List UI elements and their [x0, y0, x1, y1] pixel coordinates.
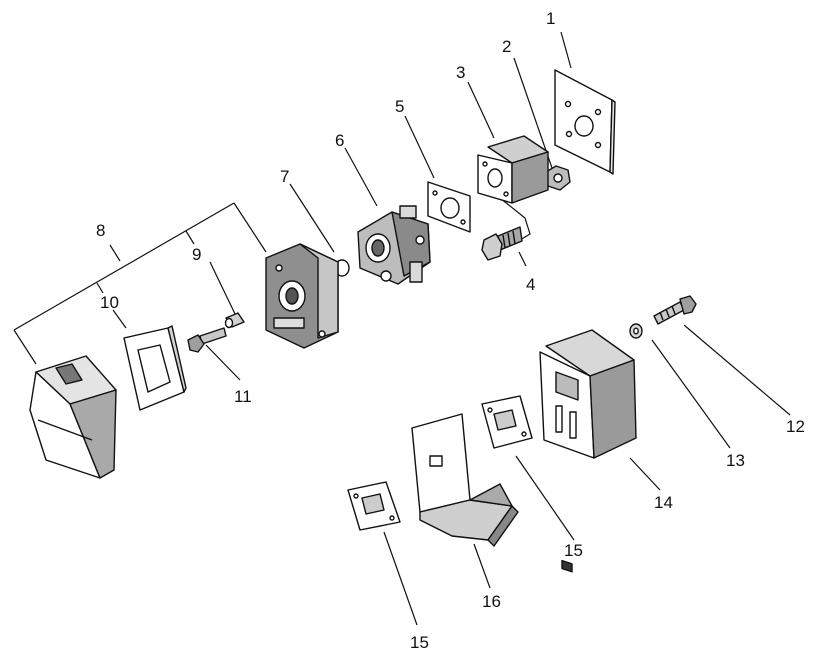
air-cleaner-cover-part [29, 355, 117, 479]
insulator-gasket-part [554, 69, 616, 175]
callout-9: 9 [192, 245, 201, 264]
callout-6: 6 [335, 131, 344, 150]
callout-16: 16 [482, 592, 501, 611]
muffler-gasket-lower-part [347, 481, 401, 531]
heat-shield-part [411, 413, 519, 547]
carburetor-gasket-part [427, 181, 471, 233]
callout-11: 11 [234, 387, 252, 406]
collar-part [224, 312, 245, 329]
callout-15-lower: 15 [410, 633, 429, 652]
nut-part [545, 165, 571, 191]
callout-3: 3 [456, 63, 465, 82]
muffler-part [539, 329, 637, 573]
callout-8: 8 [96, 221, 105, 240]
callout-7: 7 [280, 167, 289, 186]
carburetor-part [357, 205, 431, 285]
callout-labels: 1 2 3 4 5 6 7 8 9 10 11 12 13 14 15 15 1… [96, 9, 805, 652]
muffler-bolt-part [653, 295, 697, 325]
callout-4: 4 [526, 275, 535, 294]
muffler-gasket-upper-part [481, 395, 533, 449]
callout-10: 10 [100, 293, 119, 312]
callout-13: 13 [726, 451, 745, 470]
callout-12: 12 [786, 417, 805, 436]
insulator-block-part [477, 135, 549, 204]
washer-part [629, 323, 643, 339]
callout-2: 2 [502, 37, 511, 56]
callout-5: 5 [395, 97, 404, 116]
screw-part [187, 327, 227, 353]
callout-15-upper: 15 [564, 541, 583, 560]
callout-1: 1 [546, 9, 555, 28]
air-filter-element-part [123, 325, 187, 411]
callout-14: 14 [654, 493, 673, 512]
bolt-part [481, 226, 523, 261]
air-cleaner-base-part [265, 243, 339, 349]
leader-lines [13, 31, 791, 626]
